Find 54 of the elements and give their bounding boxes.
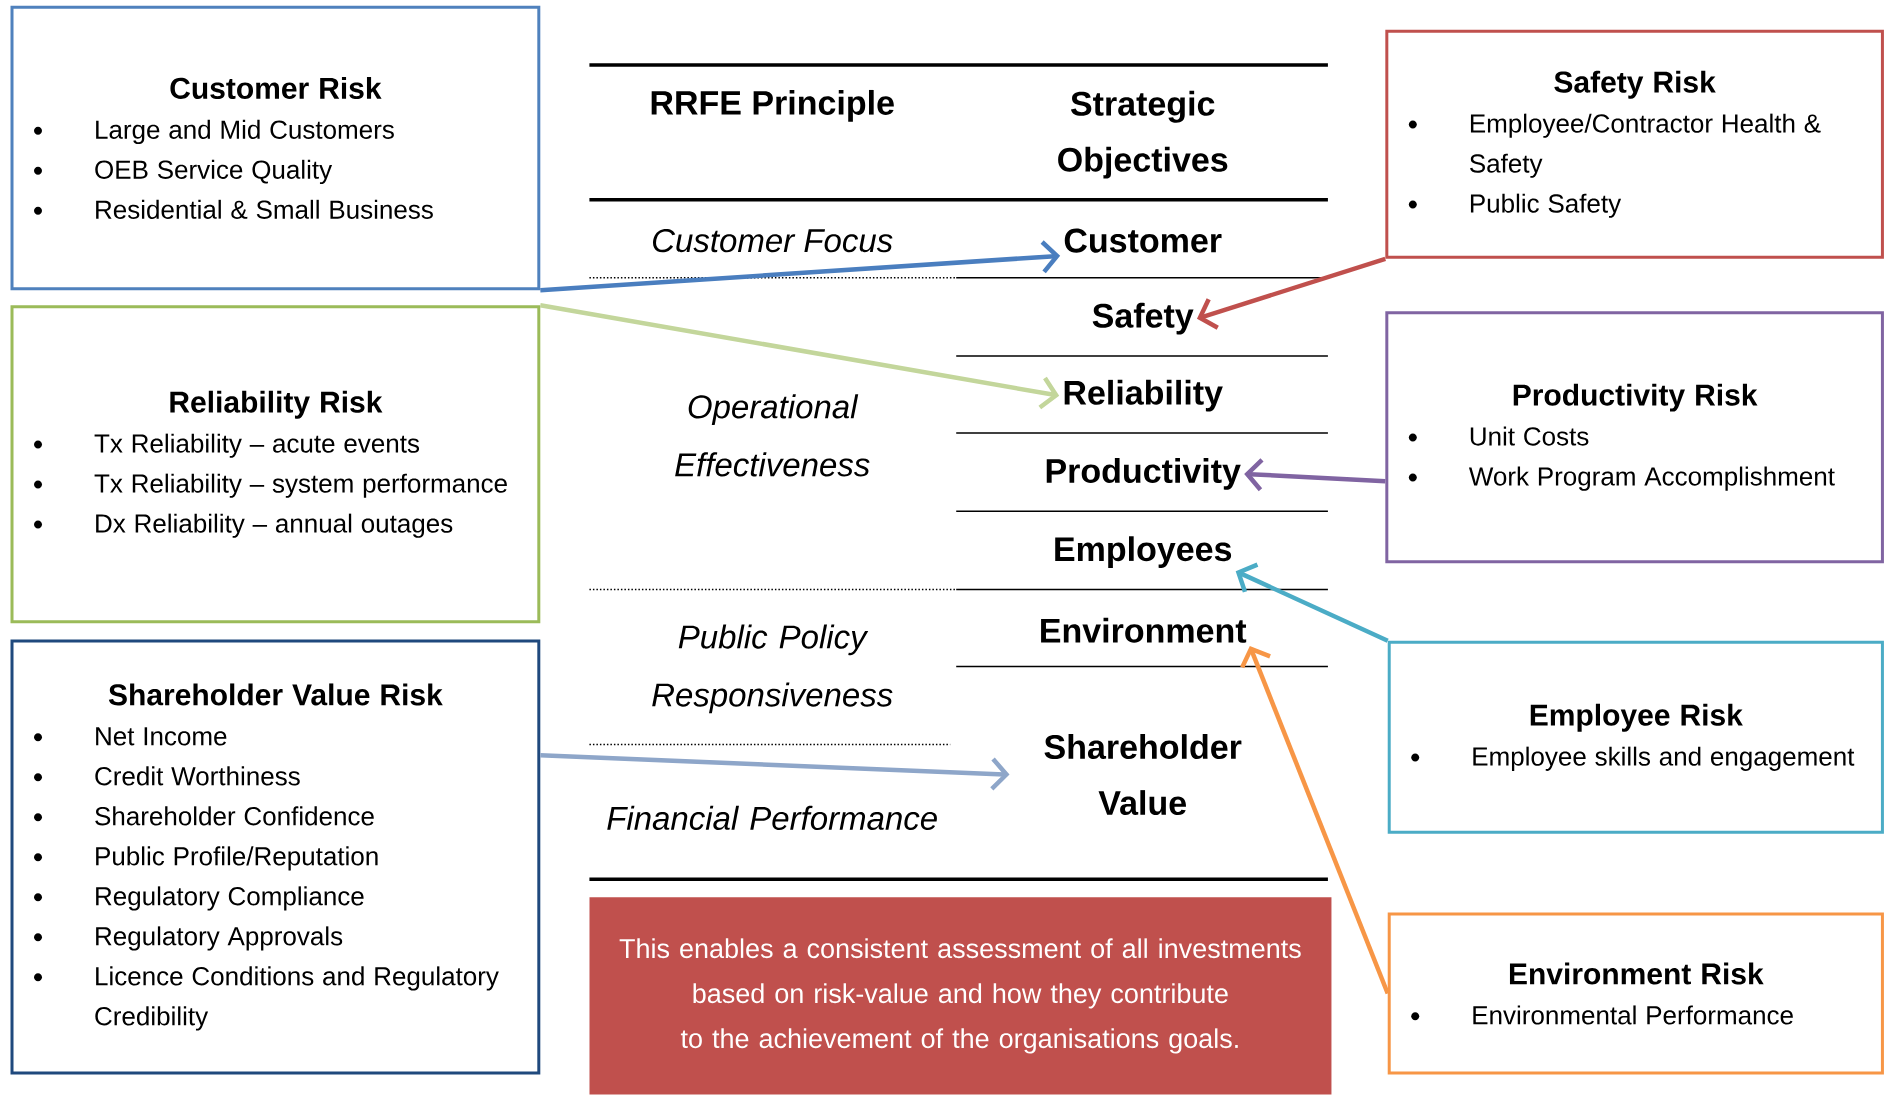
list-item: Employee skills and engagement bbox=[1473, 746, 1855, 771]
list-item: Employee/Contractor Health & Safety bbox=[1470, 113, 1821, 178]
objective-label: Customer bbox=[1064, 228, 1222, 253]
arrow bbox=[1244, 458, 1386, 492]
arrow bbox=[540, 753, 1010, 791]
list-item: Net Income bbox=[96, 727, 227, 746]
risk-box bbox=[10, 305, 541, 624]
list-item: Work Program Accomplishment bbox=[1468, 466, 1835, 491]
arrow bbox=[1240, 646, 1390, 995]
risk-box bbox=[1387, 912, 1884, 1075]
list-item: Regulatory Compliance bbox=[96, 886, 364, 911]
objective-label: Environment bbox=[1041, 617, 1247, 643]
list-item: Shareholder Confidence bbox=[95, 806, 374, 826]
list-item: Dx Reliability – annual outages bbox=[96, 513, 453, 538]
arrow bbox=[540, 240, 1061, 293]
box-heading: Productivity Risk bbox=[1513, 383, 1758, 412]
list-item: Public Safety bbox=[1470, 193, 1622, 218]
principle-label: Public Policy Responsiveness bbox=[652, 624, 893, 714]
column-heading: RRFE Principle bbox=[651, 89, 894, 122]
box-heading: Environment Risk bbox=[1509, 962, 1764, 985]
principle-label: Operational Effectiveness bbox=[675, 394, 870, 477]
risk-box bbox=[10, 639, 541, 1075]
arrow bbox=[1235, 562, 1389, 643]
list-item: Residential & Small Business bbox=[96, 199, 433, 219]
list-item: Regulatory Approvals bbox=[96, 926, 343, 951]
column-heading: Strategic Objectives bbox=[1058, 90, 1228, 179]
principle-label: Financial Performance bbox=[607, 805, 937, 831]
objective-label: Employees bbox=[1055, 536, 1232, 568]
list-item: Large and Mid Customers bbox=[96, 119, 394, 145]
list-item: OEB Service Quality bbox=[95, 159, 333, 185]
arrow bbox=[539, 303, 1060, 410]
list-item: Tx Reliability – system performance bbox=[94, 473, 507, 498]
list-item: Unit Costs bbox=[1470, 426, 1589, 446]
risk-box bbox=[1385, 29, 1884, 259]
risk-box bbox=[1385, 311, 1884, 564]
objective-label: Shareholder Value bbox=[1044, 734, 1242, 816]
objective-label: Reliability bbox=[1064, 379, 1223, 412]
box-heading: Customer Risk bbox=[170, 76, 382, 99]
risk-box bbox=[1387, 640, 1884, 834]
list-item: Credit Worthiness bbox=[95, 766, 300, 786]
list-item: Tx Reliability – acute events bbox=[94, 433, 420, 458]
risk-box bbox=[10, 5, 541, 291]
list-item: Public Profile/Reputation bbox=[96, 846, 378, 871]
box-heading: Safety Risk bbox=[1554, 70, 1716, 99]
list-item: Licence Conditions and Regulatory Credibility bbox=[95, 966, 499, 1031]
list-item: Environmental Performance bbox=[1473, 1005, 1793, 1025]
arrow bbox=[1196, 256, 1386, 330]
box-heading: Employee Risk bbox=[1530, 703, 1743, 732]
box-heading: Reliability Risk bbox=[170, 390, 383, 419]
objective-label: Safety bbox=[1092, 302, 1194, 335]
note-box: This enables a consistent assessment of all investments based on risk-value and how they contribute to the achievement of the organisations goals. bbox=[589, 897, 1332, 1095]
objective-label: Productivity bbox=[1046, 458, 1241, 490]
box-heading: Shareholder Value Risk bbox=[108, 683, 443, 706]
principle-label: Customer Focus bbox=[653, 228, 893, 253]
